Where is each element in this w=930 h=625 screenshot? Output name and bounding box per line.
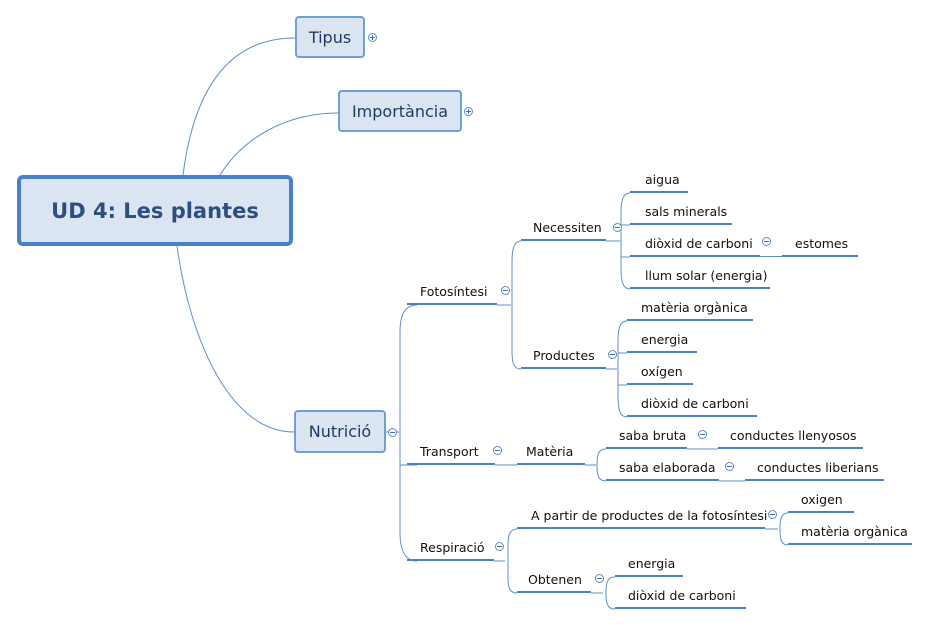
transport-underline [407,463,495,465]
obtenen-item[interactable]: energia [628,556,676,571]
productes-item[interactable]: matèria orgànica [641,300,748,315]
expand-importancia-icon[interactable] [464,107,473,116]
item-underline [782,255,858,257]
item-underline [788,511,854,513]
collapse-productes-icon[interactable] [608,350,617,359]
fotosintesi-label[interactable]: Fotosíntesi [420,284,488,299]
collapse-dioxid-icon[interactable] [762,237,771,246]
obtenen-label[interactable]: Obtenen [528,572,582,587]
expand-tipus-icon[interactable] [368,33,377,42]
collapse-a-partir-icon[interactable] [768,510,777,519]
necessiten-underline [521,239,606,241]
conductes-liberians-label[interactable]: conductes liberians [757,460,879,475]
collapse-saba-bruta-icon[interactable] [698,430,707,439]
collapse-nutricio-icon[interactable] [388,428,397,437]
item-underline [606,447,687,449]
collapse-necessiten-icon[interactable] [613,223,622,232]
item-underline [630,191,688,193]
item-underline [615,607,746,609]
respiracio-underline [407,559,494,561]
fotosintesi-underline [407,303,497,305]
productes-item[interactable]: energia [641,332,689,347]
item-underline [788,543,912,545]
item-underline [718,447,863,449]
a-partir-item[interactable]: matèria orgànica [801,524,908,539]
productes-label[interactable]: Productes [533,348,595,363]
necessiten-item[interactable]: diòxid de carboni [645,236,753,251]
item-underline [630,223,732,225]
collapse-obtenen-icon[interactable] [595,574,604,583]
transport-label[interactable]: Transport [420,444,479,459]
collapse-transport-icon[interactable] [493,446,502,455]
conductes-llenyosos-label[interactable]: conductes llenyosos [730,428,857,443]
item-underline [630,255,760,257]
productes-item[interactable]: oxígen [641,364,683,379]
item-underline [627,383,693,385]
topic-tipus[interactable]: Tipus [295,16,365,58]
topic-importancia[interactable]: Importància [338,90,462,132]
topic-nutricio[interactable]: Nutrició [294,410,386,453]
collapse-respiracio-icon[interactable] [495,542,504,551]
productes-item[interactable]: diòxid de carboni [641,396,749,411]
item-underline [627,351,697,353]
materia-underline [517,463,585,465]
saba-bruta-label[interactable]: saba bruta [619,428,687,443]
item-underline [630,287,770,289]
collapse-saba-elaborada-icon[interactable] [725,462,734,471]
item-underline [627,319,753,321]
necessiten-item[interactable]: sals minerals [645,204,728,219]
necessiten-item[interactable]: aigua [645,172,680,187]
connector-segment [760,256,782,257]
materia-label[interactable]: Matèria [526,444,574,459]
obtenen-item[interactable]: diòxid de carboni [628,588,736,603]
item-underline [615,575,683,577]
item-underline [627,415,757,417]
item-underline [606,479,719,481]
estomes-label[interactable]: estomes [795,236,849,251]
productes-underline [521,367,606,369]
obtenen-underline [517,591,591,593]
a-partir-underline [517,527,765,529]
a-partir-label[interactable]: A partir de productes de la fotosíntesi [531,508,768,523]
saba-elaborada-label[interactable]: saba elaborada [619,460,716,475]
necessiten-item[interactable]: llum solar (energia) [645,268,768,283]
collapse-fotosintesi-icon[interactable] [501,286,510,295]
a-partir-item[interactable]: oxigen [801,492,843,507]
respiracio-label[interactable]: Respiració [420,540,485,555]
item-underline [745,479,884,481]
necessiten-label[interactable]: Necessiten [533,220,602,235]
central-topic[interactable]: UD 4: Les plantes [17,175,293,246]
